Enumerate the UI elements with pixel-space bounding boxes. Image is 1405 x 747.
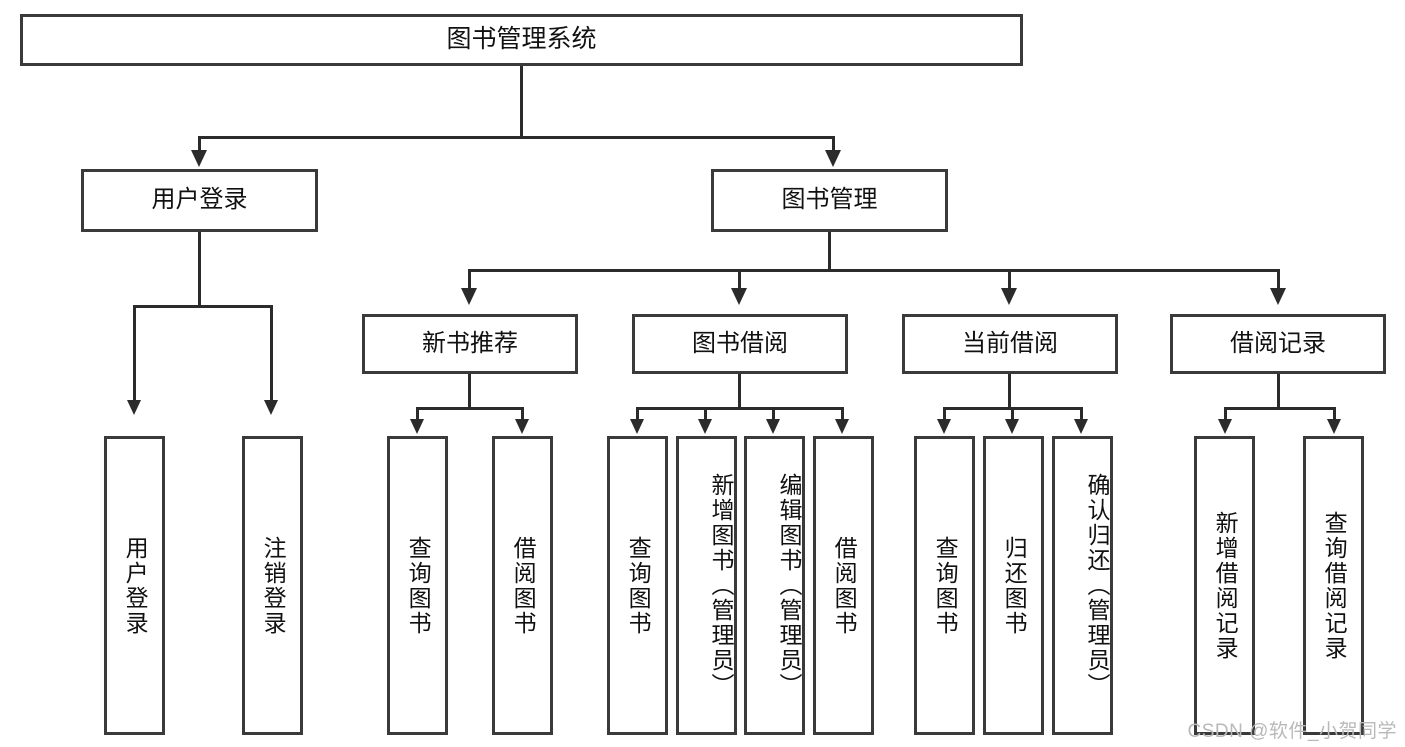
connector-bm-to-book-borrow (738, 269, 741, 293)
connector-root-bar (198, 136, 835, 139)
connector-root-to-user-login (198, 136, 201, 156)
connector-new-book-drop-2 (521, 407, 524, 421)
node-book-management[interactable]: 图书管理 (711, 169, 948, 232)
connector-borrow-record-stem (1277, 374, 1280, 410)
arrow-bb-to-borrow-book (835, 419, 849, 434)
connector-book-borrow-stem (738, 374, 741, 410)
arrow-cb-to-confirm-return (1074, 419, 1088, 434)
leaf-book-borrow-edit-book-admin[interactable]: 编辑图书（管理员） (744, 436, 805, 735)
arrow-user-login-to-login (127, 400, 141, 415)
connector-br-drop-1 (1224, 407, 1227, 421)
connector-book-borrow-bar (636, 407, 844, 410)
leaf-book-borrow-add-book-admin[interactable]: 新增图书（管理员） (676, 436, 737, 735)
leaf-user-login[interactable]: 用户登录 (104, 436, 165, 735)
leaf-current-borrow-query-book[interactable]: 查询图书 (914, 436, 975, 735)
arrow-cb-to-query-book (937, 419, 951, 434)
csdn-watermark: CSDN @软件_小贺同学 (1187, 721, 1397, 742)
arrow-cb-to-return-book (1005, 419, 1019, 434)
connector-cb-drop-2 (1011, 407, 1014, 421)
connector-bm-to-current-borrow (1008, 269, 1011, 293)
connector-user-login-right-drop (270, 305, 273, 403)
node-book-borrow[interactable]: 图书借阅 (632, 314, 848, 374)
connector-user-login-bar (133, 305, 273, 308)
arrow-bm-to-book-borrow (731, 288, 747, 305)
arrow-bb-to-query-book (630, 419, 644, 434)
arrow-bm-to-current-borrow (1001, 288, 1017, 305)
leaf-new-book-borrow-book[interactable]: 借阅图书 (492, 436, 553, 735)
connector-current-borrow-stem (1008, 374, 1011, 410)
connector-bb-drop-2 (704, 407, 707, 421)
connector-bm-to-new-book (468, 269, 471, 293)
node-user-login[interactable]: 用户登录 (81, 169, 318, 232)
connector-root-to-book-management (832, 136, 835, 156)
leaf-current-borrow-return-book[interactable]: 归还图书 (983, 436, 1044, 735)
connector-bb-drop-4 (841, 407, 844, 421)
connector-new-book-bar (416, 407, 524, 410)
node-new-book-recommend[interactable]: 新书推荐 (362, 314, 578, 374)
connector-bb-drop-3 (772, 407, 775, 421)
leaf-user-logout[interactable]: 注销登录 (242, 436, 303, 735)
arrow-user-login-to-logout (264, 400, 278, 415)
arrow-br-to-add-record (1218, 419, 1232, 434)
arrow-new-book-to-borrow (515, 419, 529, 434)
arrow-root-to-book-management (825, 150, 841, 167)
leaf-borrow-record-add-record[interactable]: 新增借阅记录 (1194, 436, 1255, 735)
arrow-bb-to-add-book (698, 419, 712, 434)
connector-user-login-left-drop (133, 305, 136, 403)
connector-br-drop-2 (1333, 407, 1336, 421)
arrow-bm-to-new-book (461, 288, 477, 305)
connector-new-book-stem (468, 374, 471, 410)
connector-user-login-stem (198, 232, 201, 308)
node-borrow-record[interactable]: 借阅记录 (1170, 314, 1386, 374)
connector-bb-drop-1 (636, 407, 639, 421)
leaf-current-borrow-confirm-return-admin[interactable]: 确认归还（管理员） (1052, 436, 1113, 735)
leaf-book-borrow-query-book[interactable]: 查询图书 (607, 436, 668, 735)
node-current-borrow[interactable]: 当前借阅 (902, 314, 1118, 374)
arrow-br-to-query-record (1327, 419, 1341, 434)
connector-new-book-drop-1 (416, 407, 419, 421)
leaf-borrow-record-query-record[interactable]: 查询借阅记录 (1303, 436, 1364, 735)
connector-cb-drop-1 (943, 407, 946, 421)
connector-book-management-bar (468, 269, 1280, 272)
connector-bm-to-borrow-record (1277, 269, 1280, 293)
node-root-book-management-system[interactable]: 图书管理系统 (20, 14, 1023, 66)
leaf-book-borrow-borrow-book[interactable]: 借阅图书 (813, 436, 874, 735)
connector-borrow-record-bar (1224, 407, 1336, 410)
connector-root-stem (520, 66, 523, 138)
arrow-bb-to-edit-book (766, 419, 780, 434)
arrow-bm-to-borrow-record (1270, 288, 1286, 305)
connector-book-management-stem (828, 232, 831, 272)
leaf-new-book-query-book[interactable]: 查询图书 (387, 436, 448, 735)
arrow-new-book-to-query (410, 419, 424, 434)
connector-cb-drop-3 (1080, 407, 1083, 421)
arrow-root-to-user-login (191, 150, 207, 167)
